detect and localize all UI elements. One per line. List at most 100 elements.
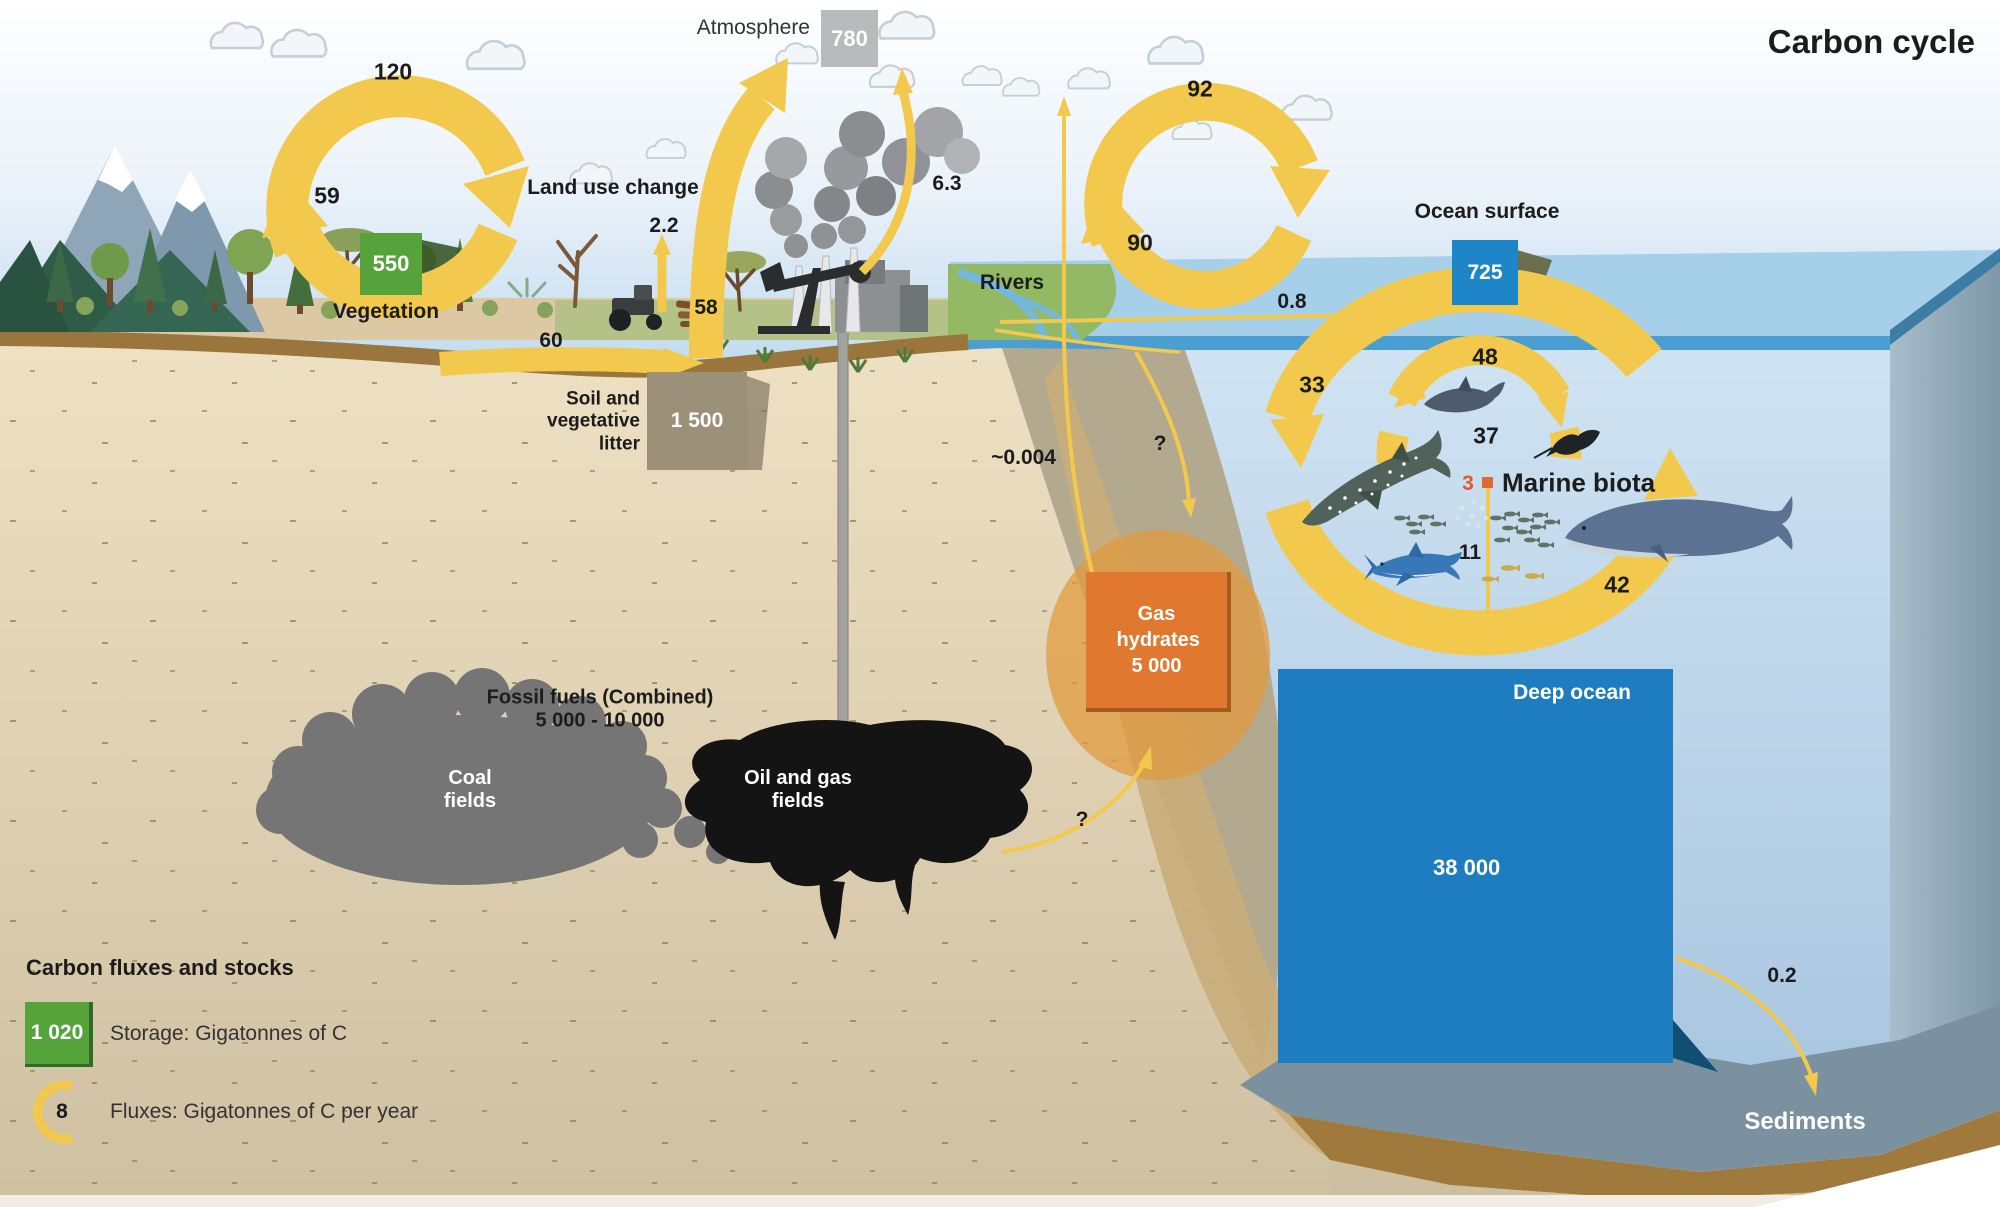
legend-flux-label: Fluxes: Gigatonnes of C per year: [110, 1100, 419, 1123]
flux-emissions: 6.3: [932, 172, 962, 195]
corner-cut: [1755, 1145, 2000, 1207]
shark-icon: [1364, 542, 1462, 586]
flux-soil-respiration: 58: [694, 296, 718, 319]
coal-fields-label: Coal fields: [443, 767, 497, 812]
plankton-icon: [1456, 500, 1488, 528]
legend-storage-value: 1 020: [30, 1021, 84, 1044]
terrestrial-cycle-down-arrowhead: [463, 166, 529, 228]
soil-stock-value: 1 500: [670, 409, 724, 432]
ocean-cycle-bottom-arc: [1098, 224, 1312, 309]
vegetation-label: Vegetation: [332, 300, 440, 323]
ocean-release-arrowhead: [1081, 187, 1145, 244]
hydrate-seep-arrow: [1062, 112, 1098, 589]
deep-ocean-stock-box: Deep ocean 38 000: [1278, 669, 1673, 1063]
emissions-arrowhead: [893, 68, 913, 95]
downwelling-arrowhead: [1270, 414, 1324, 468]
slope-wedge-tan: [1045, 360, 1470, 1165]
flux-ocean-release: 90: [1127, 229, 1153, 256]
atmosphere-label: Atmosphere: [696, 16, 810, 39]
whale-shark-icon: [1302, 430, 1451, 526]
deep-ocean-box-shadow: [1673, 1020, 1718, 1072]
litterfall-arrowhead: [664, 348, 704, 378]
hydrate-seep-arrowhead: [1057, 96, 1071, 116]
ocean-side-face: [1890, 262, 2000, 1130]
fossil-fuels-range: 5 000 - 10 000: [535, 709, 665, 732]
emissions-arrow: [858, 90, 916, 276]
inner-down-arrowhead: [1538, 392, 1568, 428]
ocean-surface-stock-box: 725: [1452, 240, 1518, 305]
flux-surface-up: 37: [1473, 422, 1499, 449]
vegetation-stock-value: 550: [372, 251, 410, 276]
upwelling-arrowhead: [1644, 448, 1698, 500]
ocean-corner-edge: [1890, 248, 2000, 345]
soil-box-shadow: [747, 376, 770, 470]
soil-label: Soil and vegetative litter: [547, 388, 640, 455]
manta-ray-icon: [1533, 429, 1600, 459]
flux-unknown-upper: ?: [1153, 432, 1167, 455]
flux-sedimentation: 0.2: [1767, 964, 1797, 987]
deep-ocean-label: Deep ocean: [1513, 681, 1631, 704]
soil-stock-box: 1 500: [647, 372, 747, 470]
marine-biota-stock-value: 3: [1462, 472, 1474, 495]
biota-detritus-arrowhead: [1481, 618, 1495, 636]
land-use-change-label: Land use change: [527, 176, 699, 199]
flux-photosynthesis: 120: [373, 58, 413, 85]
terrestrial-cycle-bottom-arc: [278, 220, 518, 319]
soil-respiration-arrow: [689, 86, 776, 359]
gas-hydrates-stock-value: 5 000: [1131, 655, 1182, 677]
sedimentation-arrow: [1675, 956, 1814, 1079]
sedimentation-arrowhead: [1804, 1072, 1818, 1096]
unknown-lower-arrow: [1001, 759, 1148, 854]
page-title: Carbon cycle: [1767, 23, 1975, 60]
blue-whale-icon: [1565, 496, 1793, 562]
atmosphere-stock-box: 780: [821, 10, 878, 67]
soil-respiration-arrowhead: [739, 58, 788, 113]
river-channel: [956, 268, 1049, 340]
bottom-strip: [0, 1195, 2000, 1207]
legend-storage-box: 1 020: [25, 1002, 93, 1067]
flux-ocean-uptake: 92: [1187, 75, 1213, 102]
flux-downwelling: 33: [1299, 371, 1325, 398]
vegetation-stock-box: 550: [360, 233, 422, 295]
sediments-label: Sediments: [1744, 1108, 1866, 1135]
ocean-surface-stock-value: 725: [1467, 260, 1503, 284]
flux-surface-down: 48: [1472, 343, 1498, 370]
deep-ocean-stock-value: 38 000: [1433, 855, 1501, 880]
marine-outer-bottom-arc: [1265, 498, 1695, 656]
inner-up-arrowhead: [1394, 368, 1426, 408]
legend-flux-arc: [33, 1080, 74, 1144]
flux-litterfall: 60: [539, 329, 563, 352]
ocean-uptake-arrowhead: [1270, 166, 1330, 218]
ocean-surface-label: Ocean surface: [1414, 200, 1560, 223]
legend-storage-label: Storage: Gigatonnes of C: [110, 1022, 347, 1045]
marine-outer-left-arc: [1265, 348, 1334, 426]
flux-river-transport: 0.8: [1277, 290, 1307, 313]
marine-animals: [1302, 376, 1793, 586]
flux-upwelling: 42: [1604, 571, 1630, 598]
sediment-brown-layer: [1290, 1110, 2000, 1200]
gas-hydrates-label: Gas hydrates: [1116, 603, 1200, 651]
flux-biota-detritus: 11: [1458, 541, 1482, 564]
flux-plant-respiration: 59: [314, 182, 340, 209]
river-transport-arrow2: [994, 328, 1181, 354]
flux-hydrate-seep: ~0.004: [991, 446, 1056, 469]
river-branch: [1016, 295, 1081, 342]
land-use-arrowhead: [653, 234, 671, 255]
terrestrial-cycle-up-arrowhead: [262, 175, 328, 238]
fossil-fuels-label: Fossil fuels (Combined): [486, 686, 714, 709]
flux-unknown-lower: ?: [1075, 808, 1089, 831]
unknown-lower-arrowhead: [1138, 746, 1152, 770]
unknown-upper-arrow: [1134, 351, 1191, 503]
oil-field-art: [684, 720, 1032, 940]
legend-flux-value: 8: [56, 1100, 68, 1123]
oil-gas-fields-label: Oil and gas fields: [744, 767, 852, 812]
litterfall-arrow: [439, 347, 667, 376]
marine-biota-square-icon: [1482, 477, 1493, 488]
dolphin-icon: [1424, 376, 1505, 413]
smoke-plumes: [755, 107, 980, 258]
marine-biota-label: Marine biota: [1502, 467, 1656, 498]
rivers-label: Rivers: [979, 271, 1045, 294]
gas-hydrates-stock-box: Gas hydrates 5 000: [1086, 572, 1231, 712]
